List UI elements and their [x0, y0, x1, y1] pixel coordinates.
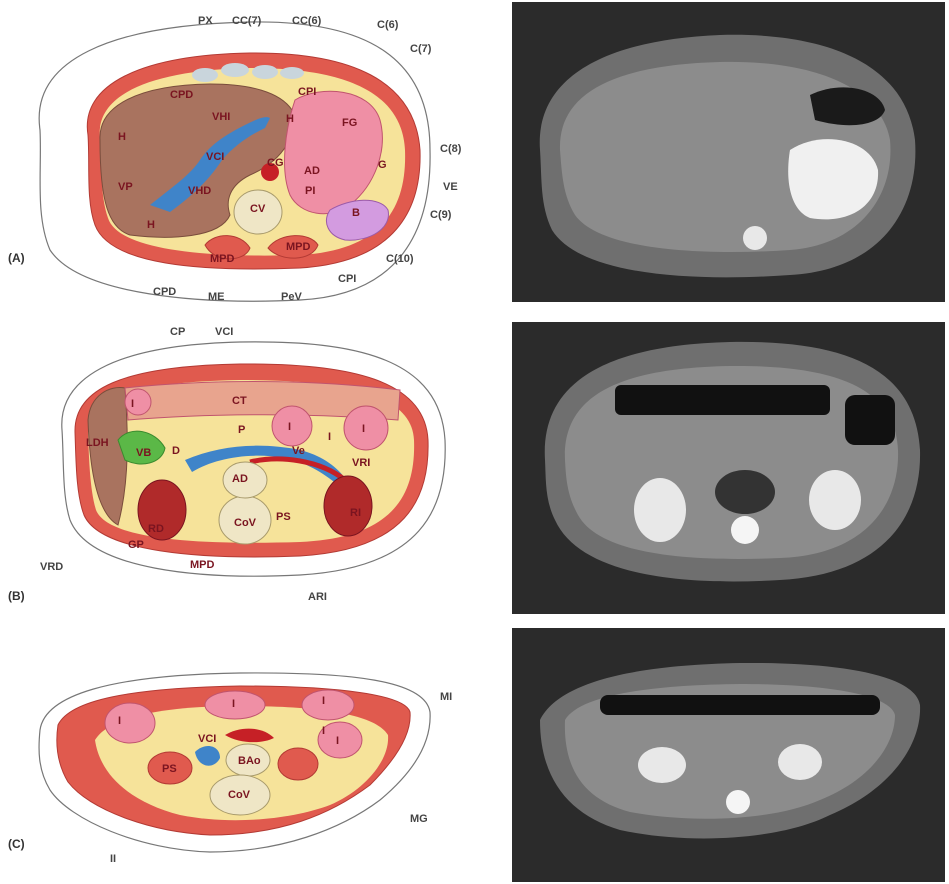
inner-ad-b: AD [232, 473, 248, 485]
inner-vb: VB [136, 447, 151, 459]
label-ii: II [110, 853, 116, 865]
inner-ps-b: PS [276, 511, 291, 523]
cartilage-a3 [252, 65, 278, 79]
label-cpi-a: CPI [338, 273, 356, 285]
label-vci-b: VCI [215, 326, 233, 338]
panel-label-b: (B) [8, 589, 25, 603]
inner-mpd-b: MPD [190, 559, 215, 571]
label-cpd-a-out: CPD [153, 286, 176, 298]
inner-i1-b: I [131, 398, 134, 410]
inner-vri: VRI [352, 457, 370, 469]
inner-b-a: B [352, 207, 360, 219]
inner-ps-c: PS [162, 763, 177, 775]
inner-p: P [238, 424, 245, 436]
inner-fg-a: FG [342, 117, 357, 129]
psoas-c2 [278, 748, 318, 780]
inner-rd: RD [148, 523, 164, 535]
intestine-c1 [105, 703, 155, 743]
intestine-b2 [344, 406, 388, 450]
inner-h3-a: H [147, 219, 155, 231]
inner-ve-b: Ve [292, 445, 305, 457]
panel-a-diagram [39, 22, 430, 301]
cartilage-a4 [280, 67, 304, 79]
intestine-b3 [125, 389, 151, 415]
inner-cg-a: CG [267, 157, 284, 169]
kidney-left-b [324, 476, 372, 536]
cartilage-a1 [192, 68, 218, 82]
label-cp: CP [170, 326, 185, 338]
label-c8: C(8) [440, 143, 462, 155]
label-mi: MI [440, 691, 452, 703]
inner-ct: CT [232, 395, 247, 407]
label-pev: PeV [281, 291, 302, 303]
label-mg: MG [410, 813, 428, 825]
panel-label-a: (A) [8, 251, 25, 265]
inner-h1-a: H [118, 131, 126, 143]
inner-i2-c: I [232, 698, 235, 710]
mri-panel-c [512, 628, 945, 882]
mri-panel-b [512, 322, 945, 614]
panel-label-c: (C) [8, 837, 25, 851]
inner-gp: GP [128, 539, 144, 551]
label-c6: C(6) [377, 19, 399, 31]
inner-bao-c: BAo [238, 755, 261, 767]
inner-i3-c: I [322, 695, 325, 707]
inner-i3-b: I [328, 431, 331, 443]
intestine-b1 [272, 406, 312, 446]
label-ve: VE [443, 181, 458, 193]
inner-d: D [172, 445, 180, 457]
label-c7: C(7) [410, 43, 432, 55]
panel-b-diagram [62, 342, 445, 576]
label-cc6: CC(6) [292, 15, 322, 27]
label-c10: C(10) [386, 253, 414, 265]
inner-vci-c: VCI [198, 733, 216, 745]
inner-cpd-a: CPD [170, 89, 193, 101]
inner-cov-c: CoV [228, 789, 251, 801]
label-px: PX [198, 15, 213, 27]
inner-cv-a: CV [250, 203, 266, 215]
cartilage-a2 [221, 63, 249, 77]
inner-vhd-a: VHD [188, 185, 211, 197]
inner-h2-a: H [286, 113, 294, 125]
inner-mpd2-a: MPD [286, 241, 311, 253]
inner-i1-c: I [118, 715, 121, 727]
inner-i5-c: I [336, 735, 339, 747]
inner-vp-a: VP [118, 181, 133, 193]
inner-g-a: G [378, 159, 387, 171]
inner-ad-a: AD [304, 165, 320, 177]
label-ari: ARI [308, 591, 327, 603]
inner-i4-c: I [322, 725, 325, 737]
label-cc7: CC(7) [232, 15, 262, 27]
inner-cov-b: CoV [234, 517, 257, 529]
label-c9: C(9) [430, 209, 452, 221]
intestine-c3 [302, 690, 354, 720]
mri-panel-a [512, 2, 945, 302]
inner-i4-b: I [362, 423, 365, 435]
inner-ri: RI [350, 507, 361, 519]
label-vrd: VRD [40, 561, 63, 573]
inner-ldh: LDH [86, 437, 109, 449]
inner-pi-a: PI [305, 185, 315, 197]
inner-vhi-a: VHI [212, 111, 230, 123]
label-me: ME [208, 291, 225, 303]
inner-mpd1-a: MPD [210, 253, 235, 265]
inner-vci-a: VCI [206, 151, 224, 163]
inner-cpi-a: CPI [298, 86, 316, 98]
inner-i2-b: I [288, 421, 291, 433]
